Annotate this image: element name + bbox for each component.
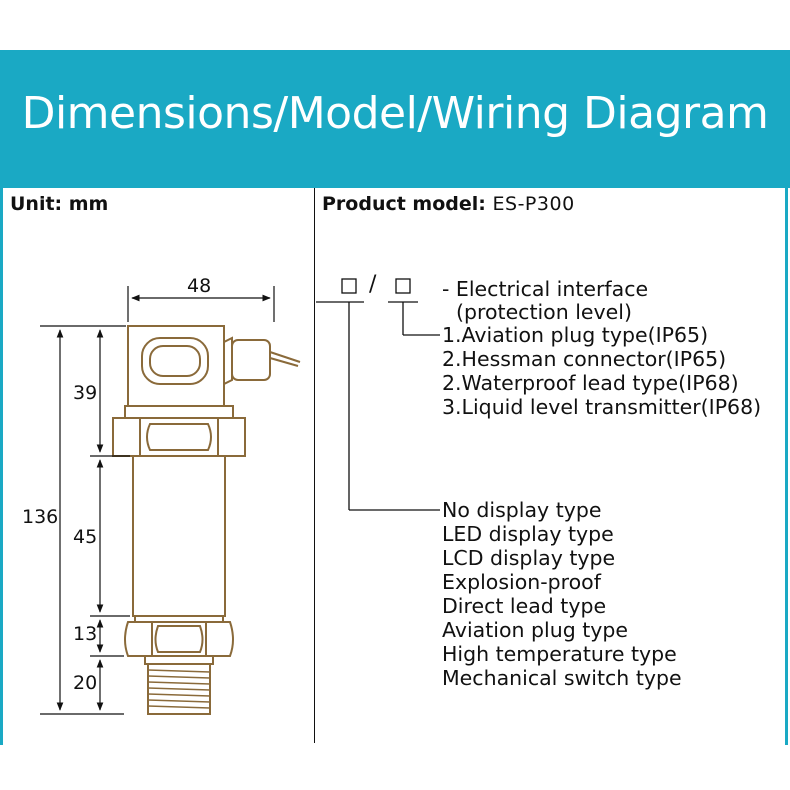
electrical-interface-title: - Electrical interface xyxy=(442,277,649,301)
dim-width-label: 48 xyxy=(187,275,212,297)
dim-thread-height-label: 20 xyxy=(73,672,98,694)
dimension-lines xyxy=(40,286,275,715)
interface-option: 3.Liquid level transmitter(IP68) xyxy=(442,395,762,419)
display-type-item: High temperature type xyxy=(442,642,677,666)
title-banner xyxy=(0,50,790,185)
dim-hex-height-label: 13 xyxy=(73,623,98,645)
panel-divider xyxy=(314,188,315,743)
interface-option: 1.Aviation plug type(IP65) xyxy=(442,323,709,347)
interface-option: 2.Waterproof lead type(IP68) xyxy=(442,371,739,395)
product-model-value: ES-P300 xyxy=(492,193,575,215)
display-type-item: Aviation plug type xyxy=(442,618,629,642)
side-plug-base xyxy=(223,336,233,386)
dim-total-height-label: 136 xyxy=(22,506,59,528)
display-type-item: LED display type xyxy=(442,522,614,546)
display-type-item: LCD display type xyxy=(442,546,616,570)
frame-left-border xyxy=(0,185,3,745)
product-model-header: Product model: ES-P300 xyxy=(322,193,575,215)
product-model-label: Product model: xyxy=(322,193,486,215)
code-separator: / xyxy=(369,272,377,297)
model-code-tree xyxy=(316,278,440,511)
connector-window xyxy=(141,337,209,385)
electrical-interface-subtitle: (protection level) xyxy=(456,300,632,324)
thread-lines xyxy=(147,669,211,709)
display-type-item: No display type xyxy=(442,498,602,522)
sensor-body xyxy=(132,455,226,617)
display-type-item: Explosion-proof xyxy=(442,570,601,594)
interface-option: 2.Hessman connector(IP65) xyxy=(442,347,727,371)
page-title: Dimensions/Model/Wiring Diagram xyxy=(21,88,769,139)
sensor-outline xyxy=(112,325,301,715)
dim-head-height-label: 39 xyxy=(73,382,98,404)
frame-right-border xyxy=(785,185,788,745)
unit-label: Unit: mm xyxy=(10,193,109,215)
display-type-item: Mechanical switch type xyxy=(442,666,682,690)
dim-body-height-label: 45 xyxy=(73,526,98,548)
frame-top-border xyxy=(0,185,790,188)
display-type-item: Direct lead type xyxy=(442,594,607,618)
code-box-1 xyxy=(341,278,357,294)
code-box-2 xyxy=(395,278,411,294)
